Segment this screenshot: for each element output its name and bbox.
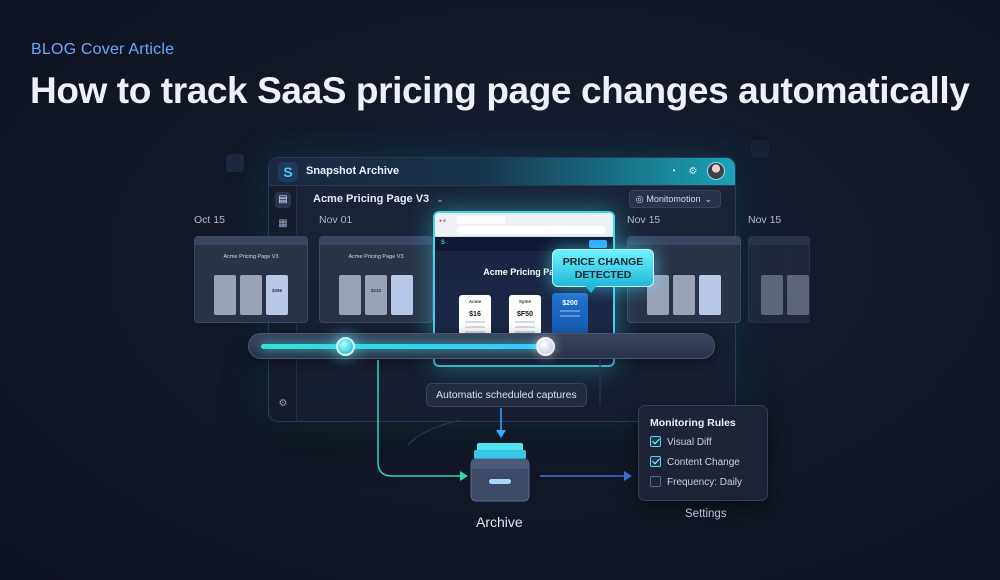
pricing-card xyxy=(699,275,721,315)
capture-arrow-icon xyxy=(460,471,468,481)
thumbnail-title: Acme Pricing Page V3 xyxy=(348,254,404,260)
archive-icon[interactable] xyxy=(469,441,531,503)
automatic-captures-label: Automatic scheduled captures xyxy=(426,383,587,407)
archive-label: Archive xyxy=(476,514,523,530)
app-logo-icon: S xyxy=(278,162,298,182)
pricing-card xyxy=(787,275,809,315)
checkbox-unchecked-icon[interactable] xyxy=(650,475,661,487)
site-cta-button xyxy=(589,240,607,248)
slider-handle-secondary[interactable] xyxy=(535,337,555,356)
pricing-card xyxy=(214,275,236,315)
page-selector-label: Acme Pricing Page V3 xyxy=(313,193,430,205)
monitoring-rules-panel: Monitoring Rules Visual Diff Content Cha… xyxy=(638,405,768,501)
return-connector-line xyxy=(407,419,461,446)
window-title-bar: S Snapshot Archive ◔ ⚙ xyxy=(269,158,735,186)
headline: How to track SaaS pricing page changes a… xyxy=(30,70,970,111)
rule-visual-diff[interactable]: Visual Diff xyxy=(650,435,712,450)
calendar-nav-icon[interactable]: ▦ xyxy=(278,218,288,229)
monitoring-selector[interactable]: ◎Monitomotion⌄ xyxy=(628,190,721,208)
site-logo-icon: S xyxy=(441,240,446,246)
browser-chrome: ●● xyxy=(435,213,613,237)
bell-icon[interactable]: ◔ xyxy=(669,166,677,177)
decorative-square xyxy=(226,154,244,172)
capture-connector-line xyxy=(377,360,460,477)
rule-content-change[interactable]: Content Change xyxy=(650,455,740,470)
rule-label: Frequency: Daily xyxy=(667,477,743,488)
plan-feature-line xyxy=(560,310,580,312)
thumbnail-browser-bar xyxy=(749,237,809,245)
chevron-down-icon: ⌄ xyxy=(436,194,444,204)
thumbnail-title: Acme Pricing Page V3 xyxy=(223,254,279,260)
plan-name: Acme xyxy=(468,299,482,304)
thumbnail-browser-bar xyxy=(628,237,740,245)
snapshot-thumbnail[interactable]: Acme Pricing Page V3 $296 xyxy=(194,236,308,323)
pricing-card: $210 xyxy=(365,275,387,315)
pricing-card xyxy=(647,275,669,315)
page-selector[interactable]: Acme Pricing Page V3 ⌄ xyxy=(313,193,444,205)
rule-frequency[interactable]: Frequency: Daily xyxy=(650,475,743,490)
plan-feature-line xyxy=(465,326,485,328)
slider-track-fill xyxy=(261,344,545,349)
plan-price: $16 xyxy=(469,311,481,318)
monitor-icon: ◎ xyxy=(635,194,644,204)
decorative-square xyxy=(751,140,769,158)
thumbnail-browser-bar xyxy=(195,237,307,245)
eyebrow: BLOG Cover Article xyxy=(31,41,175,58)
rule-label: Content Change xyxy=(667,457,740,468)
plan-feature-line xyxy=(515,331,535,333)
chevron-down-icon: ⌄ xyxy=(704,194,712,204)
settings-label: Settings xyxy=(685,508,727,520)
snapshot-thumbnail[interactable] xyxy=(748,236,810,323)
timeline-date: Nov 15 xyxy=(748,214,782,226)
url-bar xyxy=(457,226,605,234)
pricing-card xyxy=(240,275,262,315)
monitoring-selector-label: Monitomotion xyxy=(646,194,701,204)
window-title: Snapshot Archive xyxy=(306,165,400,177)
plan-feature-line xyxy=(515,326,535,328)
slider-handle[interactable] xyxy=(336,337,356,356)
avatar[interactable] xyxy=(707,162,725,180)
timeline-slider[interactable] xyxy=(248,333,715,359)
snapshot-thumbnail[interactable]: Acme Pricing Page V3 $210 xyxy=(319,236,433,323)
rule-label: Visual Diff xyxy=(667,437,712,448)
plan-feature-line xyxy=(465,321,485,323)
checkbox-checked-icon[interactable] xyxy=(650,435,661,447)
settings-nav-icon[interactable]: ⚙ xyxy=(278,398,288,409)
pricing-card-price: $210 xyxy=(370,288,381,293)
snapshot-thumbnail[interactable] xyxy=(627,236,741,323)
plan-feature-line xyxy=(515,321,535,323)
pricing-card: $296 xyxy=(266,275,288,315)
plan-price: $200 xyxy=(562,300,578,307)
plan-feature-line xyxy=(560,315,580,317)
captures-arrow-icon xyxy=(496,430,506,438)
pricing-card xyxy=(339,275,361,315)
gear-icon[interactable]: ⚙ xyxy=(688,166,698,177)
plan-feature-line xyxy=(465,331,485,333)
timeline-date: Nov 01 xyxy=(319,214,353,226)
pricing-card xyxy=(761,275,783,315)
pricing-page-title: Acme Pricing Page xyxy=(483,267,565,277)
timeline-date: Nov 15 xyxy=(627,214,661,226)
checkbox-checked-icon[interactable] xyxy=(650,455,661,467)
site-nav: S xyxy=(435,237,613,251)
price-change-callout: PRICE CHANGE DETECTED xyxy=(552,249,654,293)
timeline-date: Oct 15 xyxy=(194,214,225,226)
plan-name: Syme xyxy=(518,299,531,304)
thumbnail-browser-bar xyxy=(320,237,432,245)
monitoring-rules-title: Monitoring Rules xyxy=(650,417,736,429)
settings-arrow-icon xyxy=(624,471,632,481)
archive-nav-icon[interactable]: ▤ xyxy=(275,192,291,208)
plan-price: $F50 xyxy=(517,311,533,318)
pricing-card-price: $296 xyxy=(271,288,282,293)
pricing-card xyxy=(673,275,695,315)
pricing-card xyxy=(391,275,413,315)
browser-tab xyxy=(457,216,505,224)
window-controls-icon: ●● xyxy=(439,218,448,224)
